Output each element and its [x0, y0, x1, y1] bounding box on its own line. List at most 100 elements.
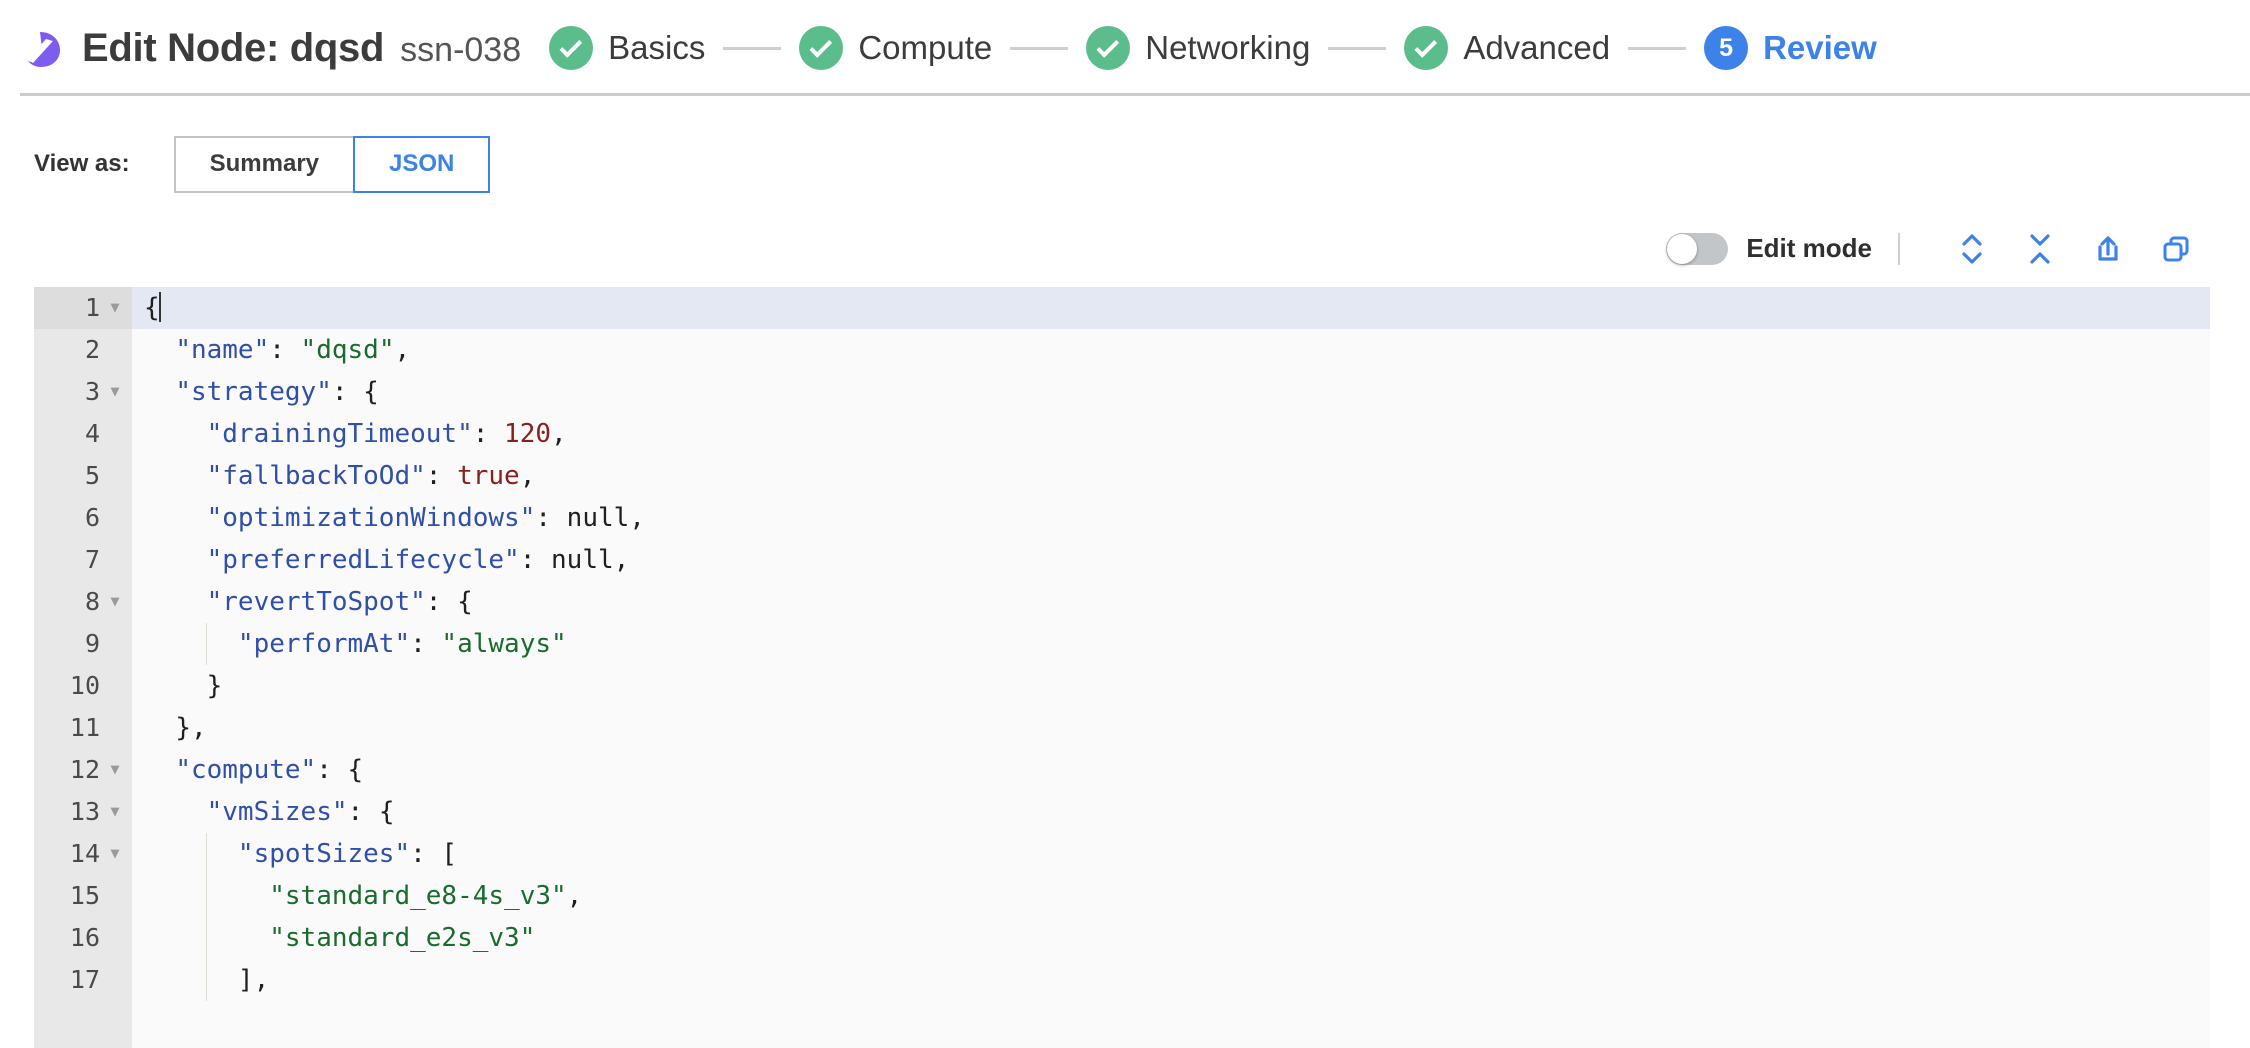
- json-token-punc: : {: [331, 376, 379, 407]
- editor-toolbar: Edit mode: [0, 193, 2250, 269]
- gutter-line-number: 16▼: [69, 922, 100, 952]
- json-token-key: "performAt": [237, 628, 411, 659]
- json-token-punc: : [: [410, 838, 458, 869]
- json-token-key: "optimizationWindows": [206, 502, 536, 533]
- view-as-toggle-group: Summary JSON: [173, 136, 491, 193]
- expand-all-icon[interactable]: [1950, 229, 1994, 269]
- code-line[interactable]: "drainingTimeout": 120,: [132, 413, 2210, 455]
- fold-toggle-icon[interactable]: ▼: [110, 298, 120, 317]
- json-token-null: null: [566, 502, 630, 533]
- json-editor[interactable]: 1▼2▼3▼4▼5▼6▼7▼8▼9▼10▼11▼12▼13▼14▼15▼16▼1…: [34, 286, 2210, 1048]
- step-compute-label: Compute: [858, 29, 993, 66]
- step-review-number-badge: 5: [1704, 26, 1749, 70]
- json-token-punc: ,: [519, 460, 536, 491]
- code-line[interactable]: "optimizationWindows": null,: [132, 497, 2210, 539]
- fold-toggle-icon[interactable]: ▼: [110, 382, 120, 401]
- code-line[interactable]: "standard_e2s_v3": [132, 917, 2210, 959]
- step-basics[interactable]: Basics: [549, 26, 705, 70]
- json-token-str: "dqsd": [300, 334, 395, 365]
- json-token-key: "spotSizes": [237, 838, 411, 869]
- json-token-punc: }: [206, 670, 223, 701]
- step-connector: [1010, 46, 1069, 50]
- fold-toggle-icon[interactable]: ▼: [110, 760, 120, 779]
- code-line[interactable]: "name": "dqsd",: [132, 329, 2210, 371]
- code-line[interactable]: }: [132, 665, 2210, 707]
- step-advanced-label: Advanced: [1463, 29, 1611, 66]
- code-line[interactable]: "performAt": "always": [132, 623, 2210, 665]
- step-networking-check-icon: [1086, 26, 1131, 70]
- view-as-row: View as: Summary JSON: [0, 96, 2250, 193]
- indent-guide: [206, 622, 208, 665]
- code-line[interactable]: "standard_e8-4s_v3",: [132, 875, 2210, 917]
- fold-toggle-icon[interactable]: ▼: [110, 844, 120, 863]
- code-line[interactable]: "fallbackToOd": true,: [132, 455, 2210, 497]
- fold-toggle-icon[interactable]: ▼: [110, 802, 120, 821]
- json-token-key: "fallbackToOd": [206, 460, 426, 491]
- json-token-punc: ,: [551, 418, 567, 449]
- json-token-punc: ,: [566, 880, 583, 911]
- copy-icon[interactable]: [2154, 229, 2198, 269]
- json-token-null: null: [551, 544, 614, 575]
- json-token-str: "standard_e8-4s_v3": [269, 880, 567, 911]
- code-line[interactable]: },: [132, 707, 2210, 749]
- gutter-line-number: 5▼: [84, 460, 100, 490]
- json-token-str: "always": [441, 628, 567, 659]
- json-token-key: "vmSizes": [206, 796, 348, 827]
- json-token-key: "revertToSpot": [206, 586, 426, 617]
- node-id-label: ssn-038: [400, 30, 522, 69]
- page-header: Edit Node: dqsd ssn-038 Basics Compute N…: [0, 0, 2250, 96]
- code-line[interactable]: "preferredLifecycle": null,: [132, 539, 2210, 581]
- gutter-line-number: 10▼: [69, 670, 100, 700]
- json-token-punc: ,: [629, 502, 645, 533]
- code-line[interactable]: "compute": {: [132, 749, 2210, 791]
- step-basics-check-icon: [549, 26, 594, 70]
- json-token-key: "strategy": [175, 376, 332, 407]
- code-line[interactable]: ],: [132, 959, 2210, 1001]
- gutter-line-number: 2▼: [84, 334, 100, 364]
- page-title: Edit Node: dqsd: [82, 25, 385, 70]
- gutter-line-number: 6▼: [84, 502, 100, 532]
- gutter-line-number: 17▼: [69, 964, 100, 994]
- edit-mode-toggle[interactable]: [1666, 232, 1729, 265]
- view-as-label: View as:: [34, 150, 130, 178]
- step-review[interactable]: 5 Review: [1704, 26, 1877, 70]
- gutter-line-number: 11▼: [69, 712, 100, 742]
- step-basics-label: Basics: [608, 29, 706, 66]
- json-token-punc: : {: [425, 586, 473, 617]
- gutter-line-number: 7▼: [84, 544, 100, 574]
- editor-code-area[interactable]: { "name": "dqsd", "strategy": { "drainin…: [132, 286, 2210, 1048]
- step-connector: [723, 46, 782, 50]
- collapse-all-icon[interactable]: [2018, 229, 2062, 269]
- gutter-line-number: 4▼: [84, 418, 100, 448]
- fold-toggle-icon[interactable]: ▼: [110, 592, 120, 611]
- view-as-json-button[interactable]: JSON: [353, 136, 491, 193]
- json-token-key: "drainingTimeout": [206, 418, 473, 449]
- title-group: Edit Node: dqsd ssn-038: [82, 26, 521, 71]
- edit-mode-label: Edit mode: [1746, 233, 1872, 264]
- step-networking[interactable]: Networking: [1086, 26, 1310, 70]
- code-line[interactable]: "strategy": {: [132, 371, 2210, 413]
- gutter-line-number: 13▼: [34, 791, 132, 833]
- gutter-line-number: 12▼: [34, 749, 132, 791]
- json-token-key: "name": [175, 334, 270, 365]
- json-token-punc: ,: [394, 334, 411, 365]
- code-line[interactable]: {: [132, 286, 2210, 329]
- gutter-line-number: 15▼: [69, 880, 100, 910]
- code-line[interactable]: "revertToSpot": {: [132, 581, 2210, 623]
- editor-gutter: 1▼2▼3▼4▼5▼6▼7▼8▼9▼10▼11▼12▼13▼14▼15▼16▼1…: [34, 286, 132, 1048]
- step-networking-label: Networking: [1145, 29, 1311, 66]
- step-review-number: 5: [1719, 33, 1734, 62]
- code-line[interactable]: "spotSizes": [: [132, 833, 2210, 875]
- gutter-line-number: 3▼: [34, 371, 132, 413]
- text-caret: [158, 291, 161, 322]
- json-token-key: "preferredLifecycle": [206, 544, 520, 575]
- code-line[interactable]: "vmSizes": {: [132, 791, 2210, 833]
- json-token-punc: :: [269, 334, 301, 365]
- step-compute-check-icon: [799, 26, 844, 70]
- export-icon[interactable]: [2086, 229, 2130, 269]
- json-token-num: 120: [504, 418, 552, 449]
- step-advanced[interactable]: Advanced: [1404, 26, 1610, 70]
- json-token-bool: true: [457, 460, 520, 491]
- step-compute[interactable]: Compute: [799, 26, 992, 70]
- view-as-summary-button[interactable]: Summary: [173, 136, 354, 193]
